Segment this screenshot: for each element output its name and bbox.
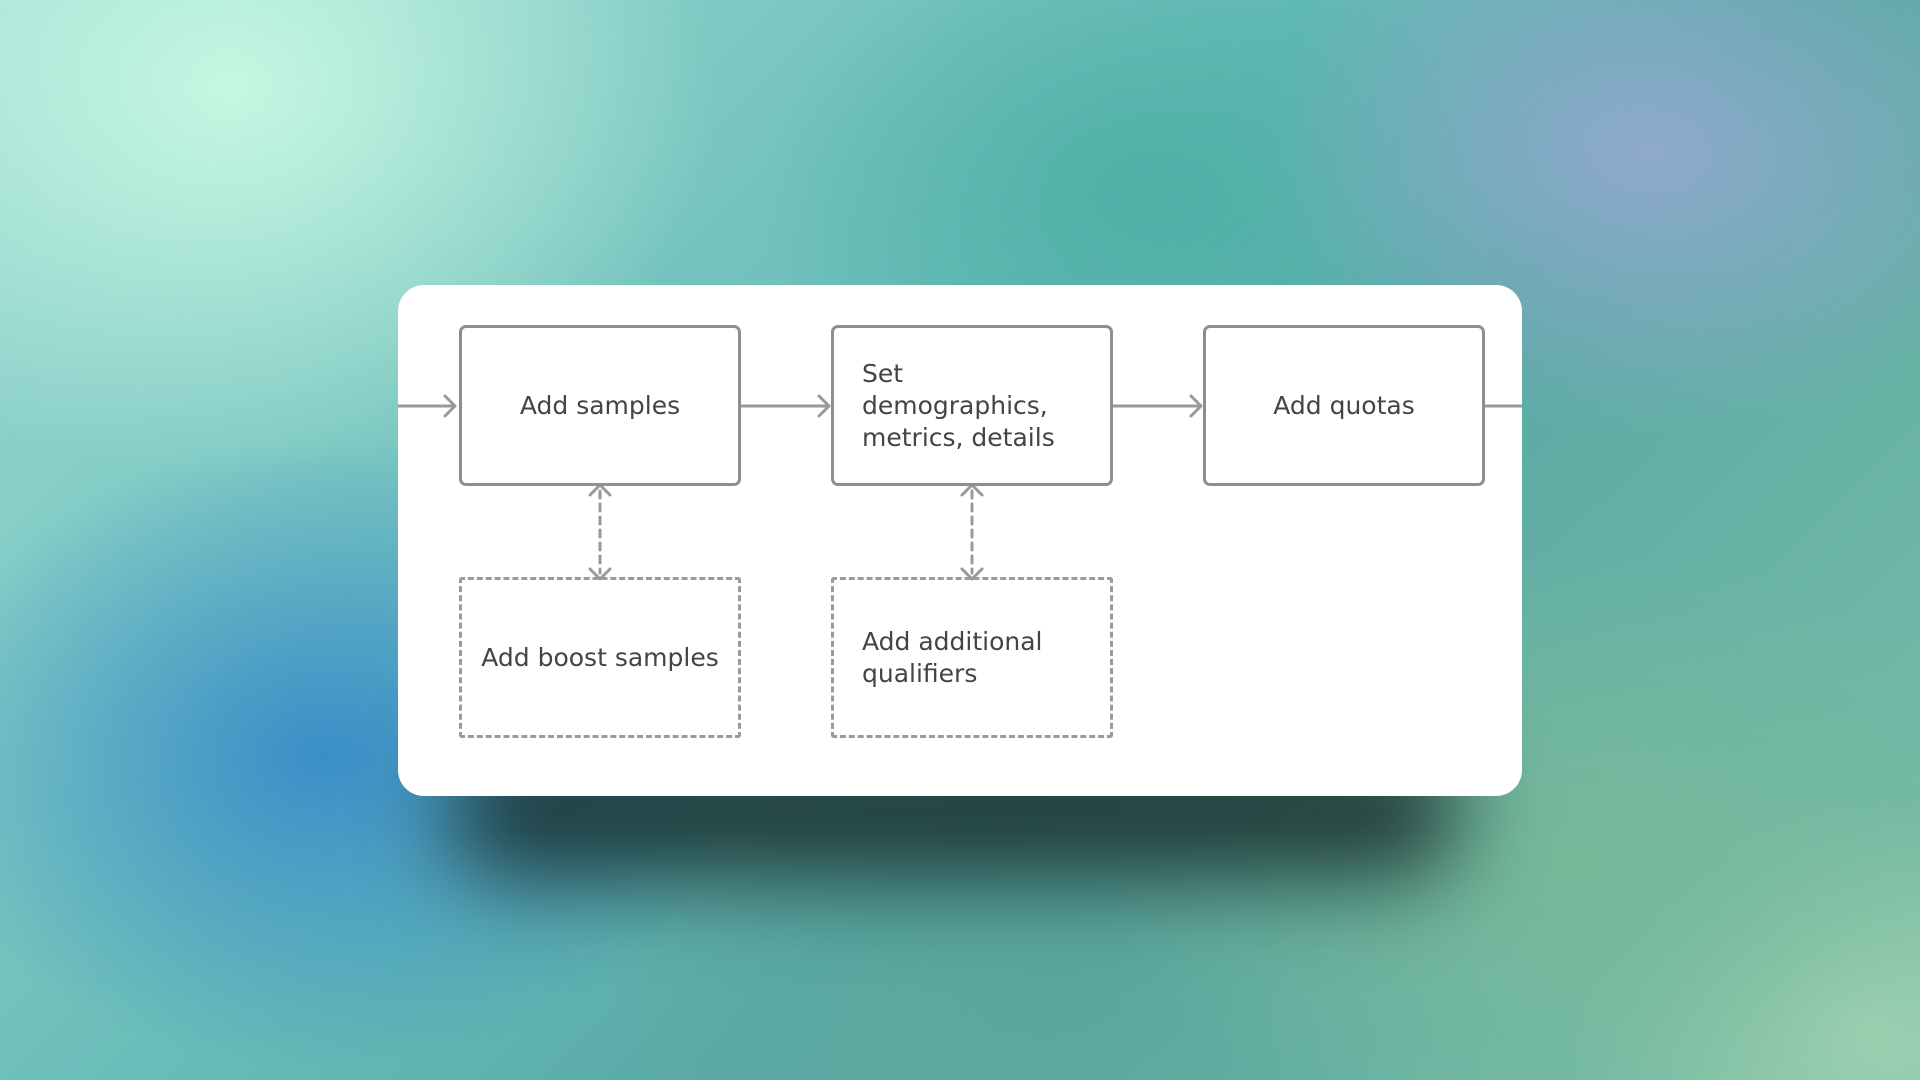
flow-card: Add samples Set demographics, metrics, d… (398, 285, 1522, 796)
step-set-demographics-label: Set demographics, metrics, details (862, 358, 1055, 452)
incoming-arrowhead (443, 394, 457, 418)
step-add-quotas-label: Add quotas (1273, 390, 1415, 420)
optional-step-add-qualifiers-label: Add additional qualifiers (862, 626, 1043, 688)
arrowhead-demographics-to-quotas (1189, 394, 1203, 418)
step-add-samples: Add samples (459, 325, 741, 486)
optional-step-add-boost-samples-label: Add boost samples (481, 642, 719, 672)
step-add-quotas: Add quotas (1203, 325, 1485, 486)
step-add-samples-label: Add samples (519, 390, 681, 420)
optional-step-add-qualifiers: Add additional qualifiers (831, 577, 1113, 738)
optional-step-add-boost-samples: Add boost samples (459, 577, 741, 738)
arrowhead-samples-to-demographics (817, 394, 831, 418)
step-set-demographics: Set demographics, metrics, details (831, 325, 1113, 486)
